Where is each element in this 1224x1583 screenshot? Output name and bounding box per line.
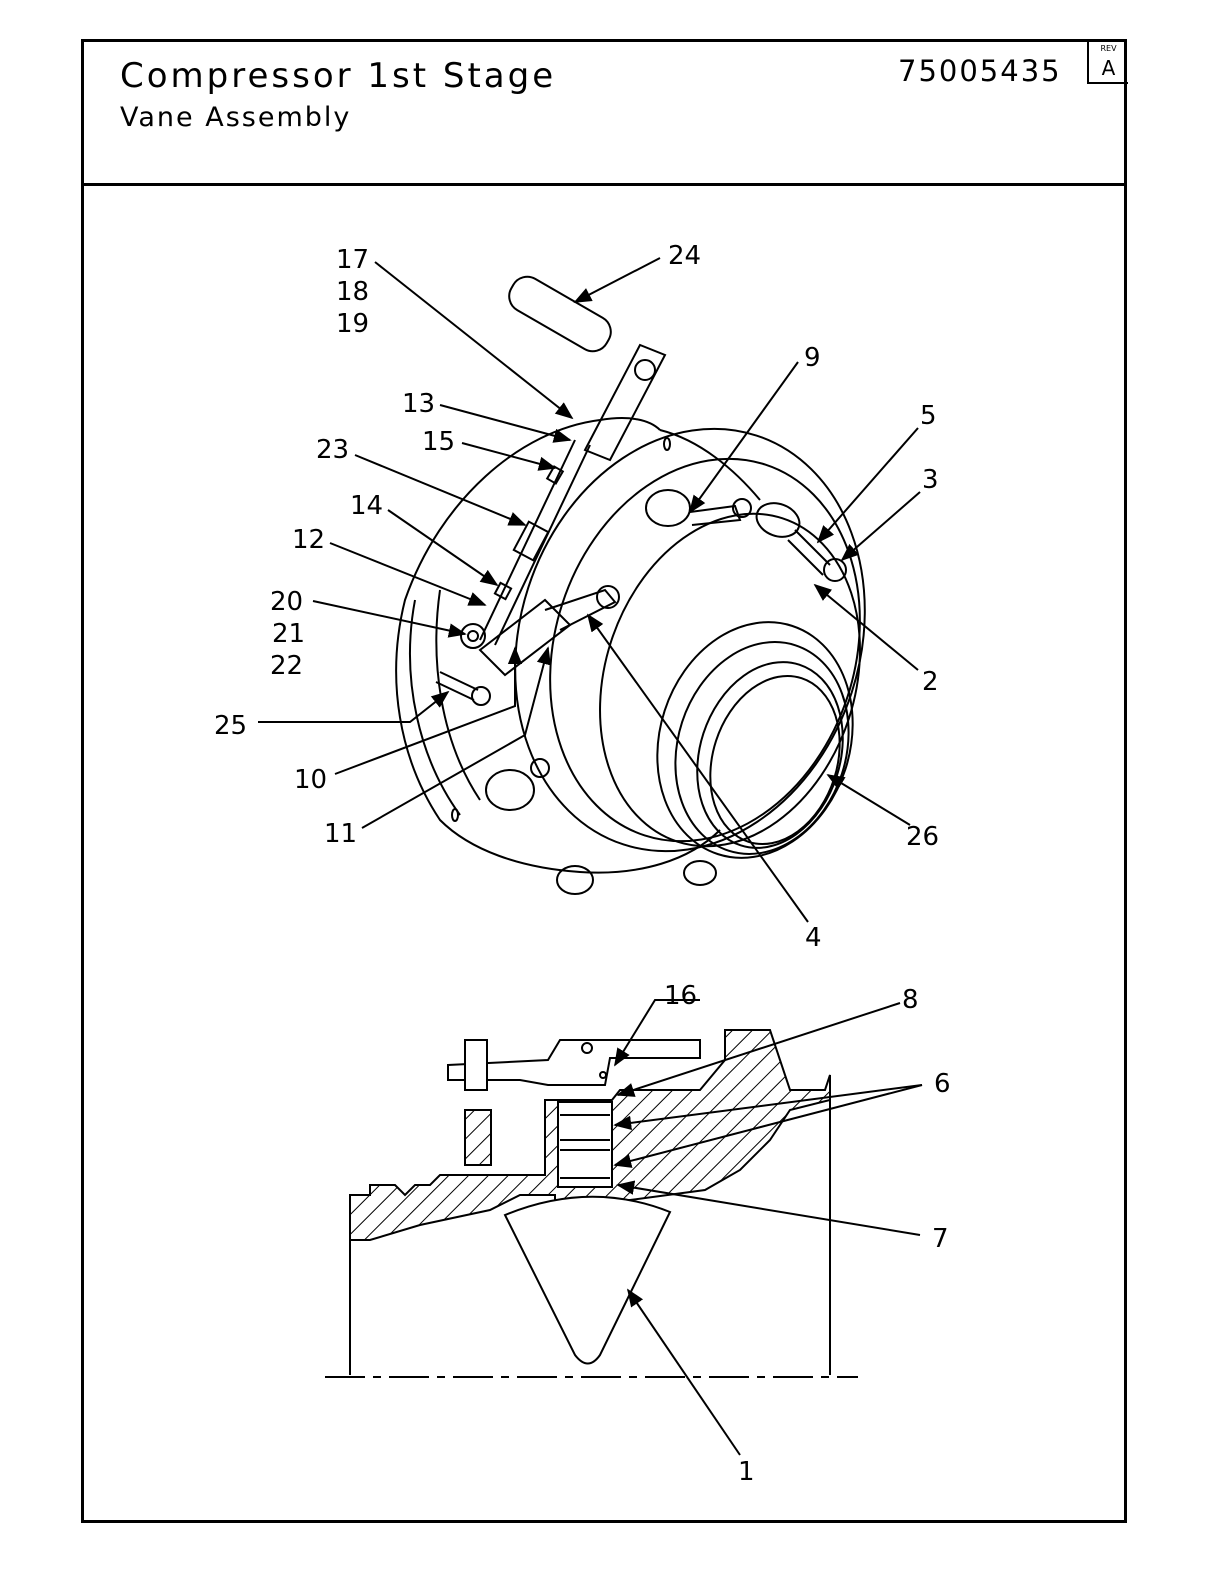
revision-value: A (1101, 56, 1116, 80)
callout-18: 18 (336, 277, 369, 307)
stud (464, 1109, 492, 1166)
housing-ring-outer (514, 427, 866, 853)
callout-13: 13 (402, 389, 435, 419)
vane-lever (447, 1039, 701, 1086)
callout-22: 22 (270, 651, 303, 681)
callout-26: 26 (906, 822, 939, 852)
callout-24: 24 (668, 241, 701, 271)
housing-ring-inner (599, 512, 861, 848)
callout-19: 19 (336, 309, 369, 339)
callout-20: 20 (270, 587, 303, 617)
revision-box: REV A (1087, 42, 1128, 84)
callout-5: 5 (920, 401, 937, 431)
inlet-bore-inner (696, 661, 844, 849)
revision-label: REV (1100, 44, 1117, 53)
fitting-9 (645, 489, 691, 527)
callout-16: 16 (664, 981, 697, 1011)
callout-2: 2 (922, 667, 939, 697)
callout-3: 3 (922, 465, 939, 495)
callout-labels: 24 17 18 19 9 13 15 5 23 3 14 12 20 21 2… (214, 241, 951, 1487)
handle-24 (508, 275, 612, 353)
drawing-sheet: Compressor 1st Stage Vane Assembly 75005… (81, 39, 1128, 1523)
callout-21: 21 (272, 619, 305, 649)
callout-15: 15 (422, 427, 455, 457)
isometric-view (395, 275, 866, 895)
callout-6: 6 (934, 1069, 951, 1099)
bolt-25 (435, 671, 479, 701)
callout-14: 14 (350, 491, 383, 521)
callout-10: 10 (294, 765, 327, 795)
callout-11: 11 (324, 819, 357, 849)
section-view (325, 1029, 858, 1378)
callout-7: 7 (932, 1224, 949, 1254)
callout-9: 9 (804, 343, 821, 373)
actuator-arm (583, 343, 667, 462)
callout-12: 12 (292, 525, 325, 555)
leader-lines (258, 257, 923, 1456)
document-number: 75005435 (898, 54, 1062, 88)
inlet-bore-mid (674, 641, 850, 855)
callout-1: 1 (738, 1457, 755, 1487)
drawing-title: Compressor 1st Stage (120, 56, 557, 96)
title-block: Compressor 1st Stage Vane Assembly 75005… (84, 42, 1128, 186)
inlet-bore-outer (656, 621, 854, 859)
callout-8: 8 (902, 985, 919, 1015)
drawing-subtitle: Vane Assembly (120, 102, 352, 133)
bolt-5-3 (787, 529, 831, 576)
callout-25: 25 (214, 711, 247, 741)
callout-17: 17 (336, 245, 369, 275)
callout-4: 4 (805, 923, 822, 953)
rear-flange (395, 419, 721, 874)
vane-airfoil (503, 1195, 672, 1365)
link-rod (479, 439, 591, 646)
callout-23: 23 (316, 435, 349, 465)
